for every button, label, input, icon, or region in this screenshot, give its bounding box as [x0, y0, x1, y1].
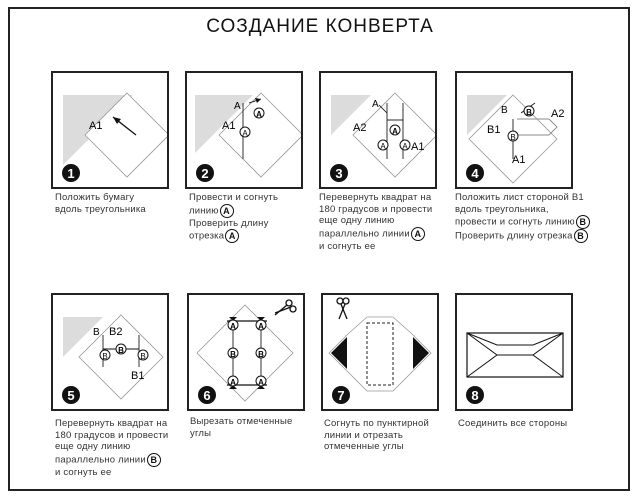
svg-text:B: B [526, 108, 532, 117]
step-2-panel: A A A1 A 2 [185, 71, 303, 189]
step-7-caption: Согнуть по пунктирной линии и отрезать о… [324, 418, 429, 452]
svg-text:A: A [256, 110, 262, 119]
svg-text:B: B [93, 327, 100, 338]
outer-frame [8, 7, 630, 491]
mark-a-icon: A [225, 229, 240, 243]
svg-text:A: A [242, 129, 248, 138]
step-1-label: A1 [89, 120, 102, 132]
step-1-panel: A1 1 [51, 71, 169, 189]
svg-text:B: B [118, 346, 124, 355]
step-5-number: 5 [67, 388, 74, 403]
scissors-icon [274, 299, 297, 316]
svg-text:B: B [501, 105, 508, 116]
step-3-panel: A A2 A A A A1 3 [319, 71, 437, 189]
svg-text:A: A [234, 101, 241, 112]
step-6-caption: Вырезать отмеченные углы [190, 416, 293, 439]
step-4-panel: B B A2 B1 B A1 4 [455, 71, 573, 189]
step-7-panel: 7 [321, 293, 439, 411]
step-8-illustration: 8 [466, 332, 564, 404]
step-5-illustration: B B2 B B B B1 5 [62, 314, 164, 404]
svg-text:B1: B1 [131, 370, 144, 382]
svg-text:B2: B2 [109, 326, 122, 338]
step-7-illustration: 7 [328, 297, 432, 404]
svg-text:A: A [230, 378, 236, 387]
svg-text:B: B [230, 350, 236, 359]
svg-text:A: A [372, 99, 379, 110]
step-6-number: 6 [203, 388, 210, 403]
step-2-number: 2 [201, 166, 208, 181]
svg-text:B: B [140, 352, 145, 361]
step-1-number: 1 [67, 166, 74, 181]
step-7-number: 7 [337, 388, 344, 403]
step-6-illustration: A A B B A A 6 [196, 299, 297, 404]
mark-a-icon: A [219, 203, 234, 218]
page-title: СОЗДАНИЕ КОНВЕРТА [206, 16, 434, 37]
svg-text:A1: A1 [411, 141, 424, 153]
step-8-number: 8 [471, 388, 478, 403]
svg-text:A2: A2 [551, 108, 564, 120]
svg-text:A2: A2 [353, 122, 366, 134]
step-5-caption: Перевернуть квадрат на 180 градусов и пр… [55, 418, 169, 478]
svg-text:B: B [258, 350, 264, 359]
step-3-number: 3 [335, 166, 342, 181]
svg-text:A1: A1 [222, 120, 235, 132]
scissors-icon [336, 297, 350, 320]
step-4-caption: Положить лист стороной B1 вдоль треуголь… [455, 192, 590, 243]
step-4-illustration: B B A2 B1 B A1 4 [466, 94, 564, 184]
mark-a-icon: A [410, 226, 425, 241]
svg-text:A: A [392, 127, 398, 136]
step-3-caption: Перевернуть квадрат на 180 градусов и пр… [319, 192, 433, 252]
step-1-caption: Положить бумагу вдоль треугольника [55, 192, 146, 215]
step-4-number: 4 [471, 166, 479, 181]
svg-text:A: A [230, 322, 236, 331]
svg-text:A: A [258, 322, 264, 331]
svg-text:B: B [510, 133, 515, 142]
svg-text:A: A [402, 142, 408, 151]
svg-text:B: B [102, 352, 107, 361]
mark-b-icon: B [573, 229, 588, 243]
step-8-panel: 8 [455, 293, 573, 411]
step-8-caption: Соединить все стороны [458, 418, 568, 429]
step-2-illustration: A A A1 A 2 [195, 92, 301, 182]
mark-b-icon: B [146, 452, 161, 467]
svg-text:A: A [258, 378, 264, 387]
mark-b-icon: B [575, 215, 590, 229]
svg-text:B1: B1 [487, 124, 500, 136]
step-1-illustration: A1 1 [62, 92, 167, 182]
svg-text:A: A [380, 142, 386, 151]
step-6-panel: A A B B A A 6 [187, 293, 305, 411]
step-3-illustration: A A2 A A A A1 3 [330, 92, 435, 182]
step-5-panel: B B2 B B B B1 5 [51, 293, 169, 411]
svg-text:A1: A1 [512, 154, 525, 166]
